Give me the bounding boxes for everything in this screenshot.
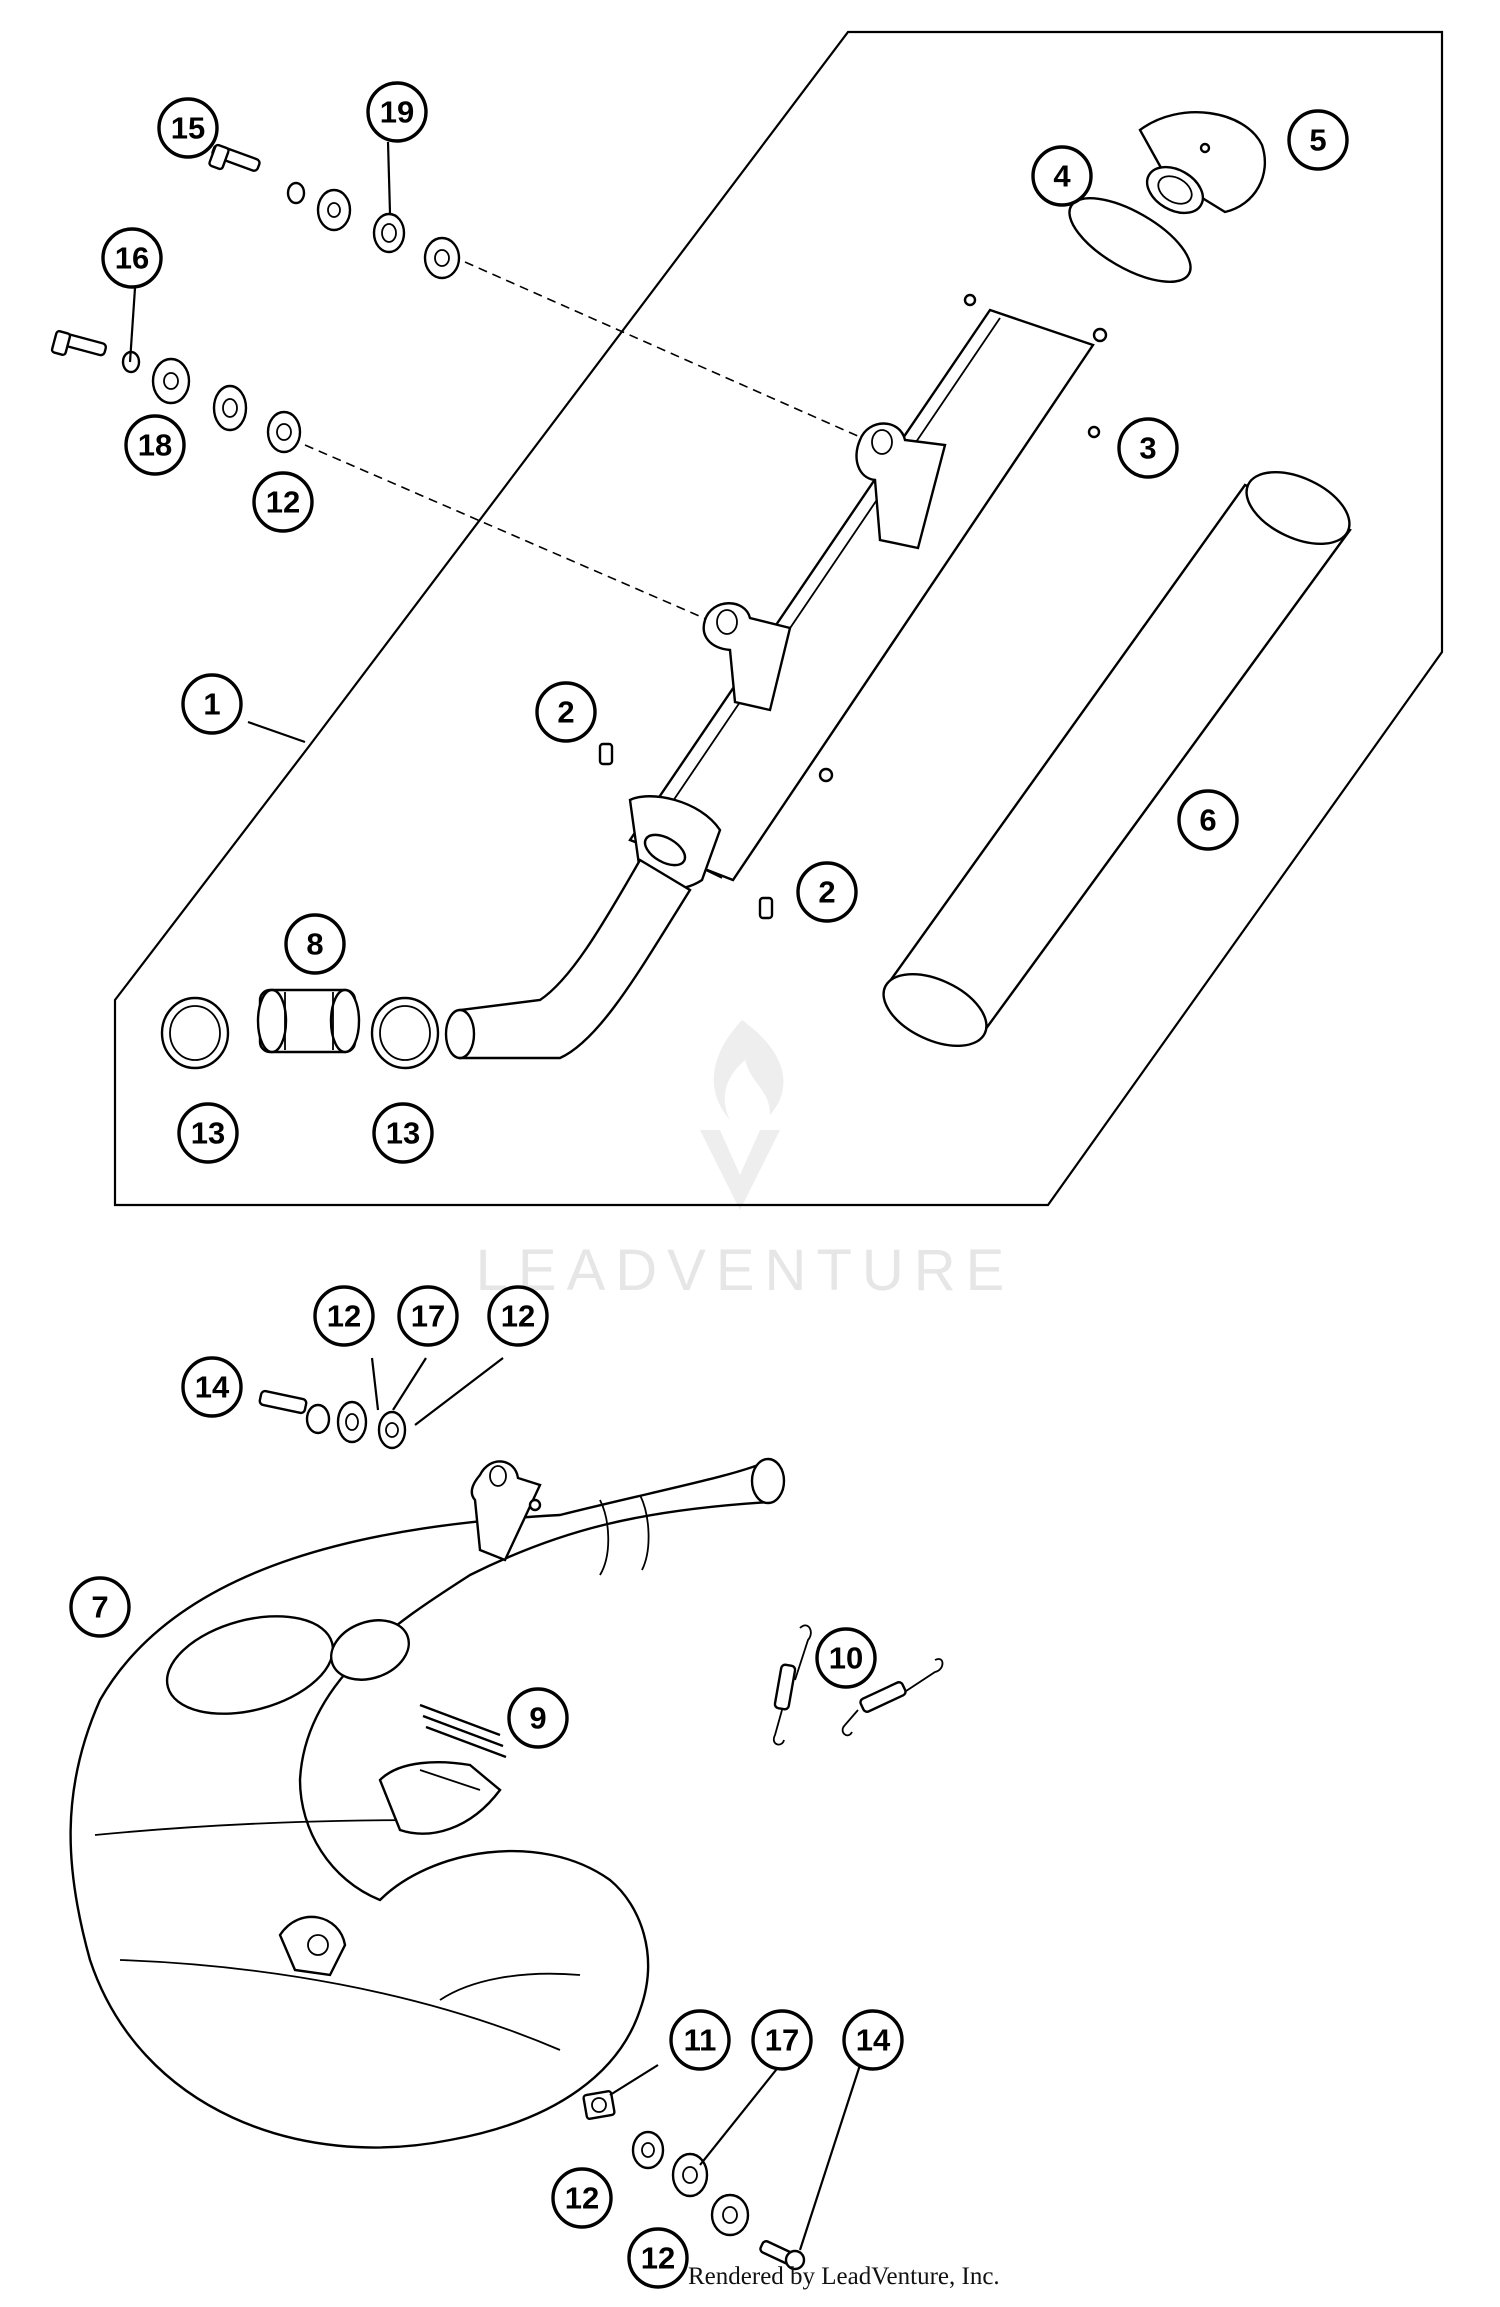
svg-text:12: 12	[327, 1299, 361, 1334]
watermark-text: LEADVENTURE	[476, 1238, 1015, 1303]
svg-text:8: 8	[306, 927, 323, 962]
callout-11: 11	[669, 2009, 731, 2071]
callout-16: 16	[101, 227, 163, 289]
svg-text:18: 18	[138, 428, 172, 463]
assembly-line-upper	[464, 261, 879, 446]
svg-text:7: 7	[91, 1590, 108, 1625]
callout-2-upper: 2	[535, 681, 597, 743]
callout-12-lower-left: 12	[551, 2167, 613, 2229]
svg-text:9: 9	[529, 1701, 546, 1736]
callout-12-mid-left: 12	[313, 1285, 375, 1347]
svg-text:12: 12	[501, 1299, 535, 1334]
svg-text:17: 17	[411, 1299, 445, 1334]
bolt-16-stack	[50, 330, 302, 454]
svg-text:5: 5	[1309, 123, 1326, 158]
svg-text:14: 14	[195, 1370, 230, 1405]
svg-text:10: 10	[829, 1641, 863, 1676]
callout-15: 15	[157, 97, 219, 159]
svg-text:4: 4	[1053, 159, 1071, 194]
svg-text:11: 11	[684, 2023, 717, 2058]
svg-text:12: 12	[565, 2181, 599, 2216]
svg-text:13: 13	[191, 1116, 225, 1151]
rendered-by-credit: Rendered by LeadVenture, Inc.	[688, 2263, 1000, 2290]
callout-6: 6	[1177, 789, 1239, 851]
bolt-14-stack-top	[258, 1389, 407, 1450]
callout-4: 4	[1031, 145, 1093, 207]
gasket-13-right	[370, 996, 440, 1070]
gasket-13-left	[160, 996, 230, 1070]
callout-14-top: 14	[181, 1356, 243, 1418]
callout-17-top: 17	[397, 1285, 459, 1347]
callout-12-bottom: 12	[627, 2227, 689, 2289]
svg-text:19: 19	[380, 95, 414, 130]
svg-text:12: 12	[266, 485, 300, 520]
callout-14-bottom: 14	[842, 2009, 904, 2071]
assembly-line-lower	[304, 444, 721, 626]
silencer-body	[444, 293, 1108, 1060]
svg-text:15: 15	[171, 111, 205, 146]
callout-18: 18	[124, 414, 186, 476]
springs-10	[772, 1624, 944, 1746]
bolt-14-stack-bottom	[582, 2090, 806, 2271]
svg-text:2: 2	[557, 695, 574, 730]
svg-text:14: 14	[856, 2023, 891, 2058]
callout-17-bottom: 17	[751, 2009, 813, 2071]
svg-text:1: 1	[203, 687, 220, 722]
callout-3: 3	[1117, 417, 1179, 479]
callout-1: 1	[181, 673, 243, 735]
callout-10: 10	[815, 1627, 877, 1689]
callout-7: 7	[69, 1576, 131, 1638]
leadventure-watermark: LEADVENTURE	[476, 1020, 1015, 1303]
callout-12-mid-right: 12	[487, 1285, 549, 1347]
exhaust-pipe-7	[69, 1457, 786, 2149]
o-rings-9	[419, 1703, 507, 1759]
callout-19: 19	[366, 81, 428, 143]
callout-13-left: 13	[177, 1102, 239, 1164]
svg-text:12: 12	[641, 2241, 675, 2276]
svg-text:13: 13	[386, 1116, 420, 1151]
callout-2-lower: 2	[796, 861, 858, 923]
callout-13-right: 13	[372, 1102, 434, 1164]
silencer-packing-6	[882, 471, 1352, 1047]
o-ring-4	[1068, 197, 1192, 283]
watermark-flame-logo	[700, 1020, 784, 1210]
sleeve-8	[256, 988, 361, 1054]
end-cap-5	[1138, 111, 1267, 215]
callout-9: 9	[507, 1687, 569, 1749]
leader-lines	[128, 141, 862, 2251]
svg-text:3: 3	[1139, 431, 1156, 466]
svg-text:17: 17	[765, 2023, 799, 2058]
bolt-15-stack	[208, 143, 461, 280]
callout-5: 5	[1287, 109, 1349, 171]
callout-12-upper-left: 12	[252, 471, 314, 533]
svg-text:2: 2	[818, 875, 835, 910]
callout-8: 8	[284, 913, 346, 975]
silencer-assembly-frame	[113, 30, 1444, 1207]
svg-text:6: 6	[1199, 803, 1216, 838]
svg-text:16: 16	[115, 241, 149, 276]
